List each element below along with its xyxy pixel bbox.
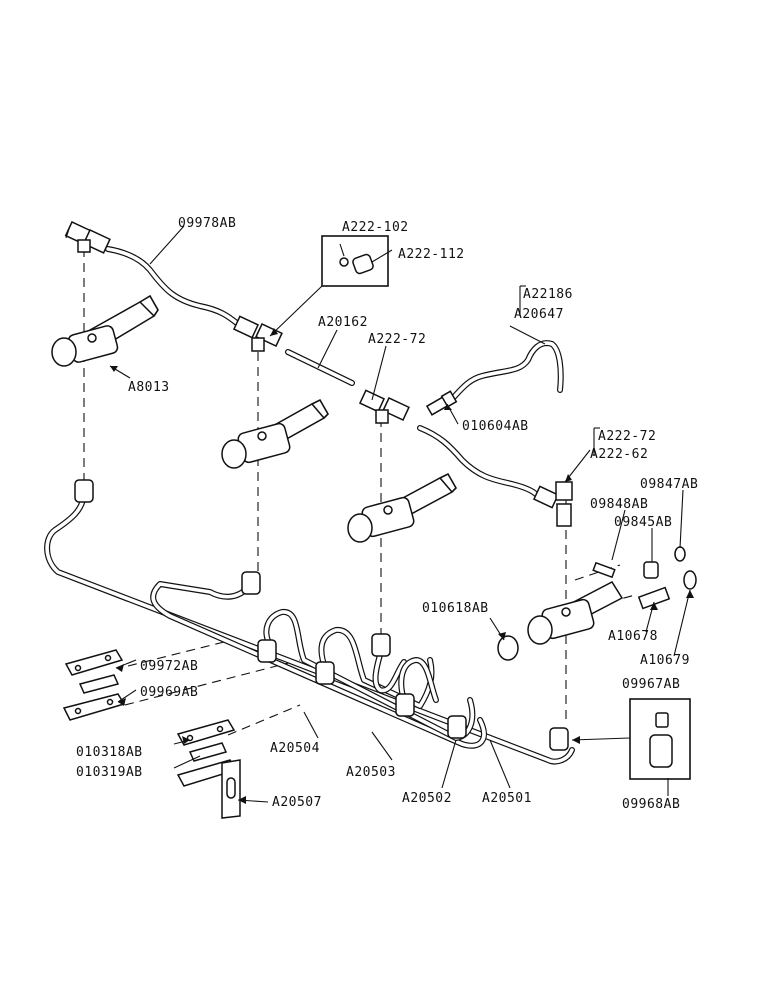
injector-pipe-loops-mid [372,645,439,703]
connector-010604AB [425,390,458,416]
stud-09848AB [592,561,616,579]
injector-4 [527,581,624,645]
label-A222-62: A222-62 [590,447,648,462]
nozzle-A10678 [637,586,671,610]
label-A20501: A20501 [482,791,532,806]
label-09978AB: 09978AB [178,216,236,231]
bracket-A20507 [176,759,241,819]
injector-3 [347,472,457,543]
seal-ring-010618AB [497,635,519,661]
inset-box-nuts [629,698,691,780]
label-09848AB: 09848AB [590,497,648,512]
return-line-right [417,425,543,501]
inset-box-A222 [321,235,389,287]
injector-pipe-A20503 [263,609,476,741]
label-A20647: A20647 [514,307,564,322]
label-09967AB: 09967AB [622,677,680,692]
alignment-lines [83,248,636,736]
label-09969AB: 09969AB [140,685,198,700]
injector-pipe-A20502 [150,581,487,749]
injector-2 [221,398,329,469]
label-010319AB: 010319AB [76,765,143,780]
label-A20502: A20502 [402,791,452,806]
overflow-line-A22186 [444,340,564,407]
tee-fitting-left [64,221,111,254]
label-09845AB: 09845AB [614,515,672,530]
pad-09969AB-upper [78,674,120,694]
label-A222-72-lower: A222-72 [598,429,656,444]
clamp-010318AB [176,719,236,746]
label-A22186: A22186 [523,287,573,302]
label-A20162: A20162 [318,315,368,330]
clamp-09972AB [64,649,124,676]
tee-fitting-3 [358,389,410,424]
label-010604AB: 010604AB [462,419,529,434]
label-09972AB: 09972AB [140,659,198,674]
label-A8013: A8013 [128,380,170,395]
label-A20504: A20504 [270,741,320,756]
label-010318AB: 010318AB [76,745,143,760]
label-A222-112: A222-112 [398,247,465,262]
label-A20503: A20503 [346,765,396,780]
sleeve-09845AB [643,561,659,579]
label-A10679: A10679 [640,653,690,668]
arrowheads [110,328,694,804]
injector-A8013 [51,294,159,367]
label-A20507: A20507 [272,795,322,810]
pipe-A20162 [285,349,355,386]
label-09847AB: 09847AB [640,477,698,492]
tee-fitting-right [532,481,573,527]
part-labels: 09978AB A222-102 A222-112 A22186 A20647 … [76,216,698,812]
washer-09847AB [674,546,686,562]
return-line-09978AB [105,246,241,327]
label-A10678: A10678 [608,629,658,644]
label-A222-102: A222-102 [342,220,409,235]
pipe-nuts [74,479,569,751]
label-A222-72-upper: A222-72 [368,332,426,347]
label-010618AB: 010618AB [422,601,489,616]
injector-pipe-A20501 [44,489,575,765]
label-09968AB: 09968AB [622,797,680,812]
tee-fitting-2 [232,315,283,352]
clamp-09969AB [62,693,126,721]
washer-A10679 [683,570,697,590]
